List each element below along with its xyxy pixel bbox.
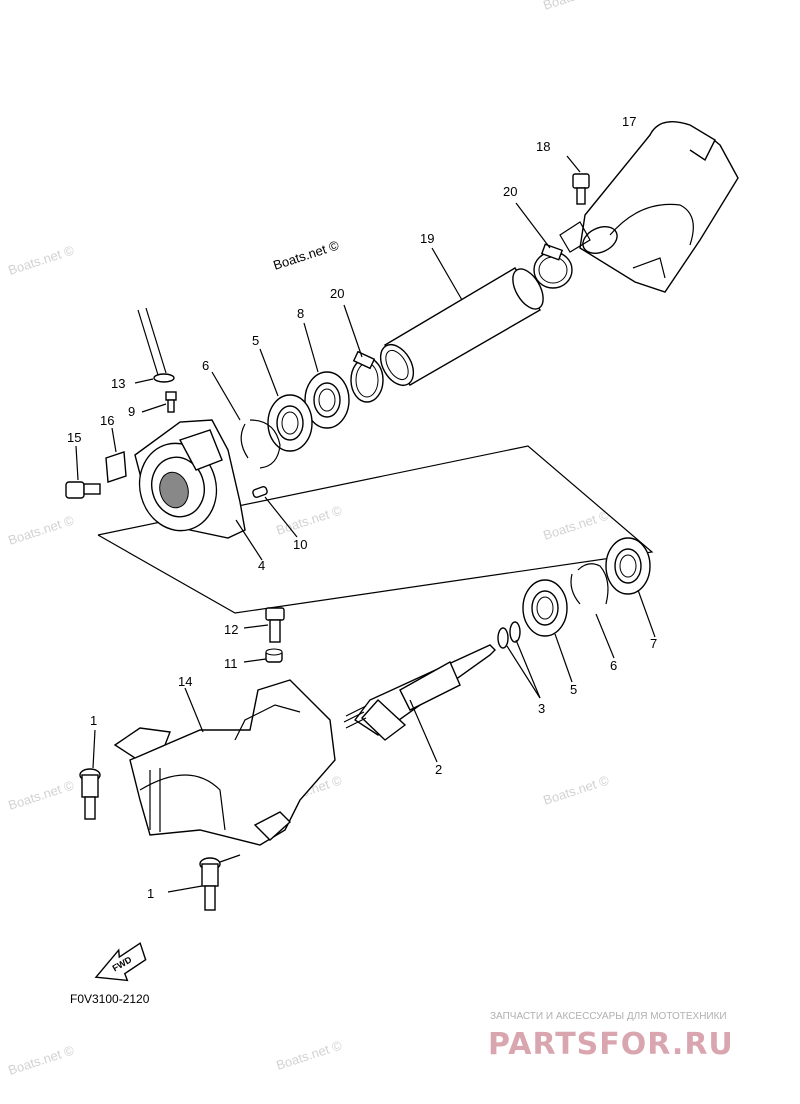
callout-7: 7 bbox=[650, 636, 657, 651]
watermark: Boats.net © bbox=[6, 1042, 76, 1077]
cable bbox=[137, 307, 167, 376]
callout-1: 1 bbox=[90, 713, 97, 728]
watermark: Boats.net © bbox=[271, 237, 341, 272]
brand-name: PARTSFOR.RU bbox=[488, 1027, 734, 1062]
callout-4: 4 bbox=[258, 558, 265, 573]
part-11-collar bbox=[243, 648, 283, 663]
callout-6: 6 bbox=[610, 658, 617, 673]
callout-3: 3 bbox=[538, 701, 545, 716]
diagram-code: F0V3100-2120 bbox=[70, 992, 150, 1006]
part-3-o-rings bbox=[497, 621, 541, 699]
group-frame bbox=[97, 445, 654, 614]
callout-6: 6 bbox=[202, 358, 209, 373]
callout-10: 10 bbox=[293, 537, 307, 552]
callout-15: 15 bbox=[67, 430, 81, 445]
callout-12: 12 bbox=[224, 622, 238, 637]
part-20-clamp-lower bbox=[343, 304, 384, 403]
callout-1: 1 bbox=[147, 886, 154, 901]
callout-5: 5 bbox=[252, 333, 259, 348]
part-13-clip bbox=[134, 373, 175, 384]
watermarks: Boats.net © Boats.net © Boats.net © Boat… bbox=[6, 0, 611, 1078]
brand-logo: ЗАПЧАСТИ И АКСЕССУАРЫ ДЛЯ МОТОТЕХНИКИ PA… bbox=[488, 1011, 734, 1062]
callouts: 17 18 20 19 20 8 5 6 13 9 16 15 10 4 12 … bbox=[67, 114, 657, 901]
part-10-pin bbox=[252, 485, 298, 538]
watermark: Boats.net © bbox=[274, 502, 344, 537]
part-17-nozzle bbox=[559, 121, 739, 293]
part-4-housing bbox=[134, 419, 263, 561]
callout-2: 2 bbox=[435, 762, 442, 777]
fwd-arrow-icon: FWD bbox=[94, 942, 147, 982]
part-9-screw bbox=[141, 391, 177, 413]
part-8-bearing bbox=[303, 322, 350, 429]
brand-tagline: ЗАПЧАСТИ И АКСЕССУАРЫ ДЛЯ МОТОТЕХНИКИ bbox=[490, 1011, 727, 1022]
callout-5: 5 bbox=[570, 682, 577, 697]
part-5-bearing-lower bbox=[522, 579, 573, 683]
part-14-bracket bbox=[113, 679, 336, 846]
callout-18: 18 bbox=[536, 139, 550, 154]
watermark: Boats.net © bbox=[6, 777, 76, 812]
callout-14: 14 bbox=[178, 674, 192, 689]
callout-19: 19 bbox=[420, 231, 434, 246]
callout-9: 9 bbox=[128, 404, 135, 419]
callout-20: 20 bbox=[503, 184, 517, 199]
part-1-bolt-upper bbox=[79, 729, 101, 820]
callout-20: 20 bbox=[330, 286, 344, 301]
callout-8: 8 bbox=[297, 306, 304, 321]
watermark: Boats.net © bbox=[6, 242, 76, 277]
watermark: Boats.net © bbox=[6, 512, 76, 547]
part-2-shaft bbox=[343, 644, 496, 763]
watermark: Boats.net © bbox=[541, 507, 611, 542]
callout-13: 13 bbox=[111, 376, 125, 391]
part-15-bolt bbox=[65, 445, 101, 499]
callout-17: 17 bbox=[622, 114, 636, 129]
part-12-bolt bbox=[243, 607, 285, 643]
watermark: Boats.net © bbox=[541, 772, 611, 807]
part-7-bearing bbox=[605, 537, 656, 638]
part-20-clamp-upper bbox=[515, 202, 573, 289]
callout-11: 11 bbox=[224, 656, 238, 671]
part-6-circlip-lower bbox=[570, 563, 615, 659]
watermark: Boats.net © bbox=[541, 0, 611, 13]
part-6-circlip-upper bbox=[211, 371, 281, 469]
part-5-bearing-upper bbox=[259, 348, 313, 452]
callout-16: 16 bbox=[100, 413, 114, 428]
watermark: Boats.net © bbox=[274, 1037, 344, 1072]
part-19-hose bbox=[379, 247, 544, 386]
part-16-plate bbox=[105, 427, 127, 483]
part-1-bolt-lower bbox=[167, 854, 241, 911]
part-18-bolt bbox=[566, 155, 590, 205]
